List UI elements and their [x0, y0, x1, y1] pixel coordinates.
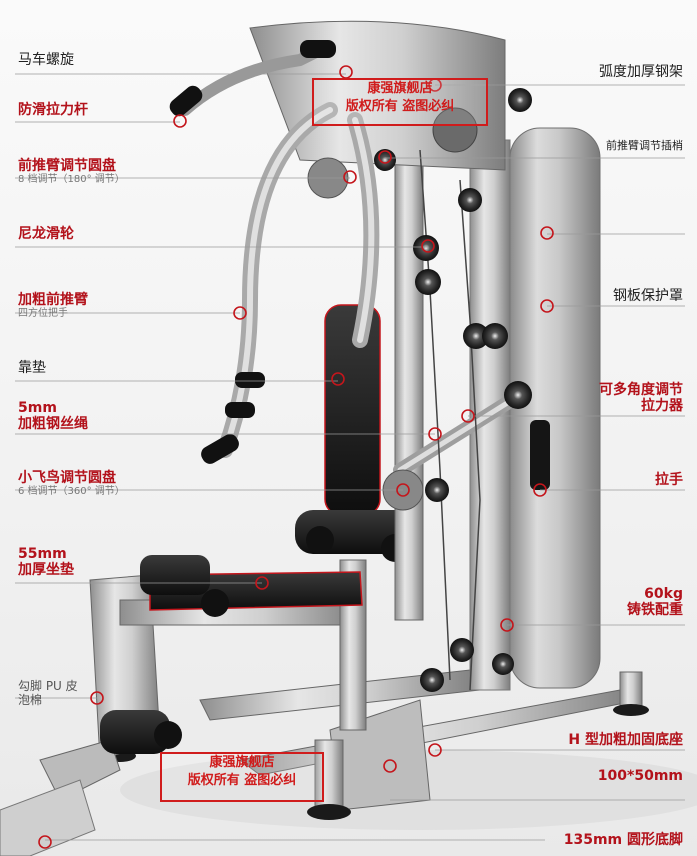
label-tube-size: 100*50mm: [597, 768, 683, 784]
label-h-base: H 型加粗加固底座: [568, 732, 683, 748]
label-arm-pin: 前推臂调节插梢: [606, 139, 683, 152]
label-back-pad: 靠垫: [18, 360, 46, 376]
label-weight: 60kg 铸铁配重: [627, 586, 683, 619]
label-carriage-bolt: 马车螺旋: [18, 52, 74, 68]
label-seat-pad: 55mm 加厚坐垫: [18, 546, 74, 579]
label-antislip-bar: 防滑拉力杆: [18, 102, 88, 118]
watermark-stamp-bottom: 康强旗舰店 版权所有 盗图必纠: [160, 752, 324, 802]
label-guard: 钢板保护罩: [613, 288, 683, 304]
label-handle: 拉手: [655, 472, 683, 488]
label-thick-front-arm: 加粗前推臂 四方位把手: [18, 292, 88, 320]
label-fly-disc: 小飞鸟调节圆盘 6 档调节（360° 调节）: [18, 470, 125, 498]
label-arc-frame: 弧度加厚钢架: [599, 64, 683, 80]
markers: [38, 65, 554, 849]
label-steel-cable: 5mm 加粗钢丝绳: [18, 400, 88, 433]
watermark-stamp-top: 康强旗舰店 版权所有 盗图必纠: [312, 78, 488, 126]
leader-lines: [15, 73, 685, 841]
label-multi-puller: 可多角度调节 拉力器: [599, 382, 683, 415]
label-nylon-pulley: 尼龙滑轮: [18, 226, 74, 242]
label-front-arm-disc: 前推臂调节圆盘 8 档调节（180° 调节）: [18, 158, 125, 186]
label-round-foot: 135mm 圆形底脚: [563, 832, 683, 848]
label-foot-foam: 勾脚 PU 皮 泡棉: [18, 679, 78, 707]
